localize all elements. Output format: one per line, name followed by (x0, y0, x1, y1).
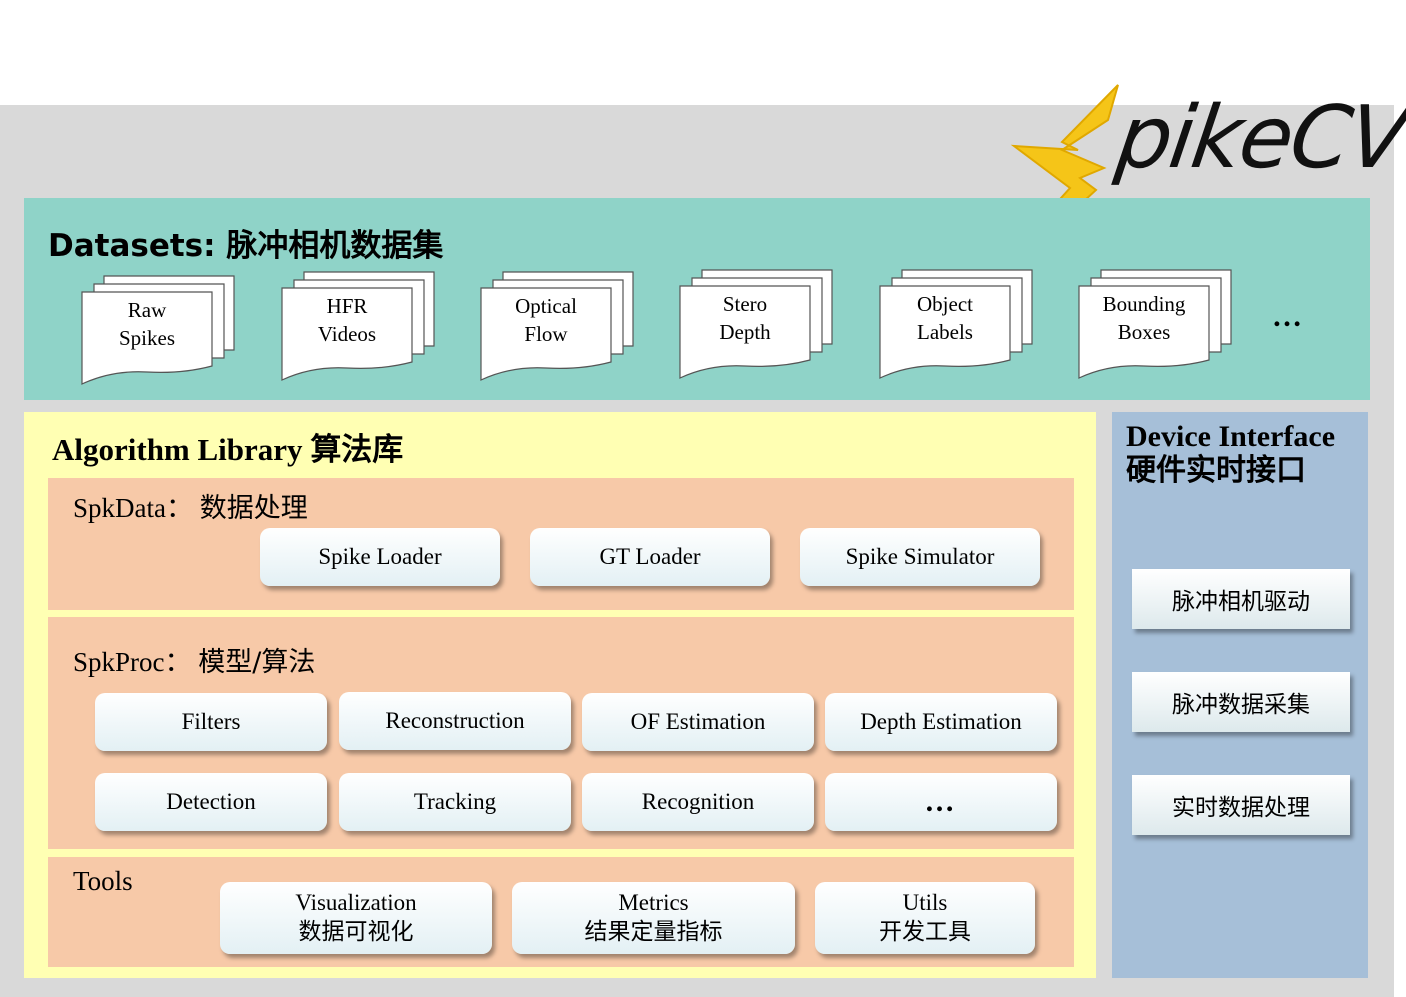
realtime-data-processing-button[interactable]: 实时数据处理 (1132, 775, 1350, 835)
metrics-label-en: Metrics (618, 890, 689, 915)
spkdata-title: SpkData： 数据处理 (73, 493, 308, 524)
spkproc-title: SpkProc： 模型/算法 (73, 647, 316, 678)
spike-loader-button[interactable]: Spike Loader (260, 528, 500, 586)
dataset-hfr-videos: HFR Videos (281, 271, 435, 384)
dataset-label-line1: HFR (326, 294, 368, 318)
tracking-button[interactable]: Tracking (339, 773, 571, 831)
device-interface-title: Device Interface 硬件实时接口 (1126, 420, 1335, 488)
depth-estimation-button[interactable]: Depth Estimation (825, 693, 1057, 751)
visualization-label-en: Visualization (295, 890, 417, 915)
reconstruction-button[interactable]: Reconstruction (339, 692, 571, 750)
document-stack-icon (1078, 269, 1232, 379)
spkproc-title-en: SpkProc (73, 647, 165, 677)
dataset-label-line1: Object (917, 292, 973, 316)
document-stack-icon (480, 271, 634, 381)
gt-loader-button[interactable]: GT Loader (530, 528, 770, 586)
spkdata-title-en: SpkData (73, 493, 166, 523)
datasets-more-ellipsis: … (1272, 300, 1304, 333)
dataset-label-line2: Labels (917, 320, 973, 344)
dataset-label-line2: Depth (719, 320, 771, 344)
spike-camera-driver-button[interactable]: 脉冲相机驱动 (1132, 569, 1350, 629)
dataset-label-line2: Boxes (1117, 320, 1171, 344)
dataset-label-line2: Flow (524, 322, 568, 346)
of-estimation-button[interactable]: OF Estimation (582, 693, 814, 751)
dataset-label-line1: Bounding (1102, 292, 1186, 316)
logo-text: pikeCV (1110, 88, 1406, 188)
document-stack-icon (879, 269, 1033, 379)
dataset-label-line2: Spikes (118, 326, 175, 350)
metrics-button[interactable]: Metrics 结果定量指标 (512, 882, 795, 954)
spike-simulator-button[interactable]: Spike Simulator (800, 528, 1040, 586)
visualization-button[interactable]: Visualization 数据可视化 (220, 882, 492, 954)
spkproc-title-cn: 模型/算法 (198, 647, 316, 678)
dataset-label-line2: Videos (317, 322, 377, 346)
device-interface-title-cn: 硬件实时接口 (1126, 453, 1306, 488)
spkdata-title-cn: 数据处理 (199, 493, 308, 524)
dataset-label-line1: Optical (515, 294, 577, 318)
dataset-label-line1: Raw (127, 298, 167, 322)
filters-button[interactable]: Filters (95, 693, 327, 751)
algorithm-library-title-en: Algorithm Library (52, 432, 303, 467)
document-stack-icon (281, 271, 435, 381)
detection-button[interactable]: Detection (95, 773, 327, 831)
utils-label-en: Utils (902, 890, 948, 915)
metrics-label-cn: 结果定量指标 (584, 919, 723, 945)
document-stack-icon (81, 275, 235, 385)
recognition-button[interactable]: Recognition (582, 773, 814, 831)
more-algorithms-button[interactable]: … (825, 773, 1057, 831)
visualization-label-cn: 数据可视化 (298, 919, 414, 945)
device-interface-title-en: Device Interface (1126, 420, 1336, 453)
utils-label-cn: 开发工具 (879, 919, 971, 945)
dataset-label-line1: Stero (722, 292, 768, 316)
algorithm-library-title: Algorithm Library 算法库 (52, 424, 403, 469)
document-stack-icon (679, 269, 833, 379)
algorithm-library-title-cn: 算法库 (310, 432, 404, 468)
spike-data-acquisition-button[interactable]: 脉冲数据采集 (1132, 672, 1350, 732)
datasets-title: Datasets: 脉冲相机数据集 (48, 228, 444, 264)
tools-title: Tools (73, 866, 133, 896)
utils-button[interactable]: Utils 开发工具 (815, 882, 1035, 954)
